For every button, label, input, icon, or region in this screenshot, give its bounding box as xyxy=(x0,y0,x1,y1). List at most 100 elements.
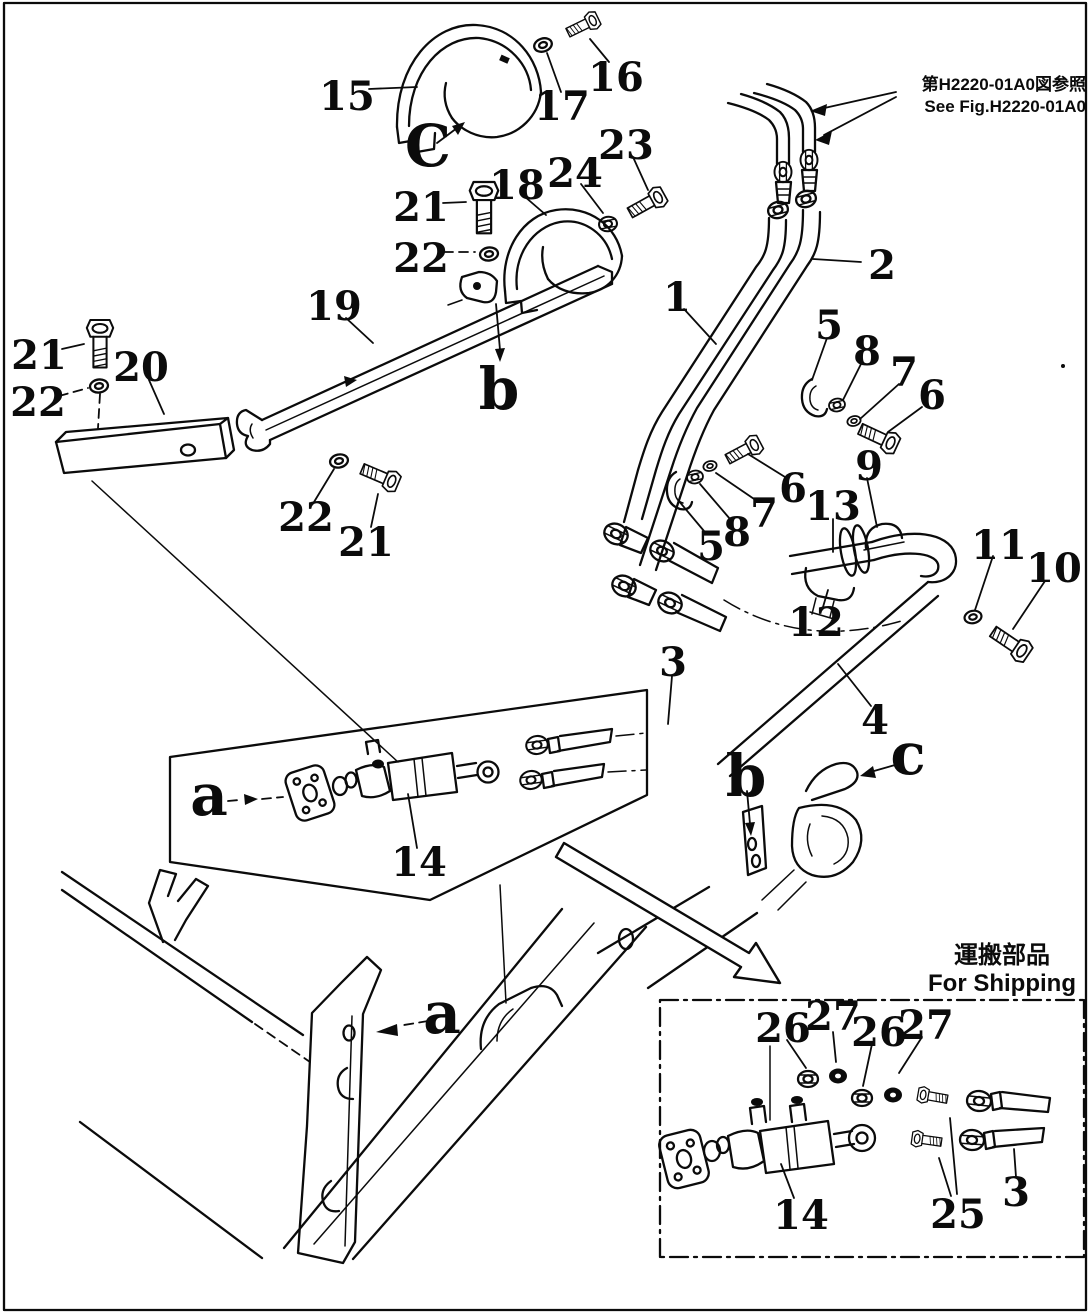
pipe2-cone xyxy=(626,577,658,607)
part-pipe-1 xyxy=(622,216,788,524)
part-bar-19 xyxy=(235,264,614,452)
see-fig-note-en: See Fig.H2220-01A0 xyxy=(924,97,1086,116)
part-bolt-10 xyxy=(985,620,1036,666)
callout-4: 4 xyxy=(861,697,889,744)
callout-5-upper: 5 xyxy=(815,302,843,349)
part-plug-25a xyxy=(915,1085,950,1108)
stub-fitting-tips xyxy=(774,168,819,205)
callout-3-shipping: 3 xyxy=(1002,1169,1030,1216)
view-arrow-a-inset xyxy=(227,794,284,805)
part-bar-20 xyxy=(54,416,236,475)
pipe2-end-fitting xyxy=(607,570,641,602)
callout-13: 13 xyxy=(805,483,861,530)
part-cover-15 xyxy=(395,23,543,154)
view-letter-C: C xyxy=(405,112,451,180)
view-arrow-c-valve xyxy=(860,764,896,778)
part-clamp-18 xyxy=(459,208,624,315)
part-nut-24 xyxy=(596,214,620,234)
callout-14-shipping: 14 xyxy=(773,1192,829,1239)
view-letter-a-inset: a xyxy=(190,761,228,829)
see-fig-note-jp: 第H2220-01A0図参照 xyxy=(922,74,1086,94)
inset-hose1-coupling xyxy=(524,733,550,757)
part-hose-3-inset-1 xyxy=(546,727,647,755)
view-arrow-b-valve xyxy=(745,790,755,836)
callout-19: 19 xyxy=(306,283,362,330)
callout-24: 24 xyxy=(547,150,603,197)
view-letter-c-valve: c xyxy=(890,720,925,788)
callout-8-lower: 8 xyxy=(723,509,751,556)
view-letter-a-frame: a xyxy=(423,979,461,1047)
see-fig-arrows xyxy=(810,91,897,145)
scan-dot xyxy=(1061,364,1065,368)
hidden-route-line xyxy=(723,599,906,632)
position-line-inset xyxy=(499,884,507,1004)
part-washer-22-left xyxy=(88,377,110,395)
callout-22-left: 22 xyxy=(10,379,66,426)
part-hose-3-ship-2 xyxy=(982,1126,1046,1151)
callout-18: 18 xyxy=(489,162,545,209)
callout-14-inset: 14 xyxy=(391,839,447,886)
part-hose-3-ship-1 xyxy=(989,1090,1052,1114)
part-washer-7-upper xyxy=(845,413,863,429)
part-cylinder-14-shipping xyxy=(658,1045,877,1190)
callout-27b: 27 xyxy=(898,1002,954,1049)
shipping-direction-arrow xyxy=(554,841,782,985)
view-arrow-C xyxy=(436,122,465,144)
part-hose-3-inset-2 xyxy=(540,762,647,790)
part-washer-22-arm xyxy=(327,451,351,471)
callout-12: 12 xyxy=(788,599,844,646)
callout-9: 9 xyxy=(855,443,883,490)
part-clamp-5-upper xyxy=(800,377,829,418)
part-clamp-9 xyxy=(863,522,905,551)
callout-6-upper: 6 xyxy=(918,372,946,419)
stub-fitting-2 xyxy=(799,148,819,172)
part-cylinder-14-inset xyxy=(284,738,500,822)
callout-7-upper: 7 xyxy=(890,349,918,396)
part-bolt-21-left xyxy=(85,318,115,369)
callout-5-lower: 5 xyxy=(697,523,725,570)
part-bolt-23 xyxy=(623,183,671,224)
callout-15: 15 xyxy=(319,73,375,120)
part-clamp-5-lower xyxy=(665,470,694,511)
blade-frame xyxy=(60,868,759,1265)
part-washer-11 xyxy=(962,608,984,626)
part-plug-25b xyxy=(910,1129,944,1151)
callout-7-lower: 7 xyxy=(750,490,778,537)
part-pipe-2 xyxy=(638,208,822,572)
shipping-box xyxy=(658,998,1086,1259)
callout-3: 3 xyxy=(659,639,687,686)
part-bolt-6-lower xyxy=(722,432,766,470)
shipping-note-en: For Shipping xyxy=(928,970,1076,997)
part-nut-26b xyxy=(850,1088,874,1108)
shipping-note-jp: 運搬部品 xyxy=(954,941,1050,969)
callout-21-left: 21 xyxy=(11,332,67,379)
part-washer-17 xyxy=(531,34,555,56)
callout-26a: 26 xyxy=(755,1005,811,1052)
callout-23: 23 xyxy=(598,122,654,169)
callout-10: 10 xyxy=(1026,545,1082,592)
part-washer-7-lower xyxy=(701,458,719,474)
part-nut-27b xyxy=(884,1087,902,1103)
leader-lines xyxy=(58,38,1046,1199)
callout-27a: 27 xyxy=(805,993,861,1040)
pipe1-end-fitting xyxy=(599,518,633,550)
part-bolt-16 xyxy=(563,8,603,42)
callout-20: 20 xyxy=(113,344,169,391)
part-washer-22-top xyxy=(478,245,500,263)
callout-11: 11 xyxy=(971,522,1027,569)
view-arrow-a-frame xyxy=(376,1020,429,1036)
stub-fitting-1 xyxy=(773,160,793,184)
callout-26b: 26 xyxy=(851,1009,907,1056)
ship-hose1-coupling xyxy=(964,1088,994,1114)
callout-21-arm: 21 xyxy=(338,519,394,566)
callout-1: 1 xyxy=(663,274,691,321)
ship-hose2-coupling xyxy=(958,1128,986,1152)
callout-17: 17 xyxy=(534,83,590,130)
part-hose-3b xyxy=(674,593,728,633)
part-nut-26a xyxy=(796,1069,820,1089)
part-clamp-13 xyxy=(804,524,871,620)
see-fig-pipe-stubs xyxy=(726,82,817,166)
callout-22-arm: 22 xyxy=(278,494,334,541)
